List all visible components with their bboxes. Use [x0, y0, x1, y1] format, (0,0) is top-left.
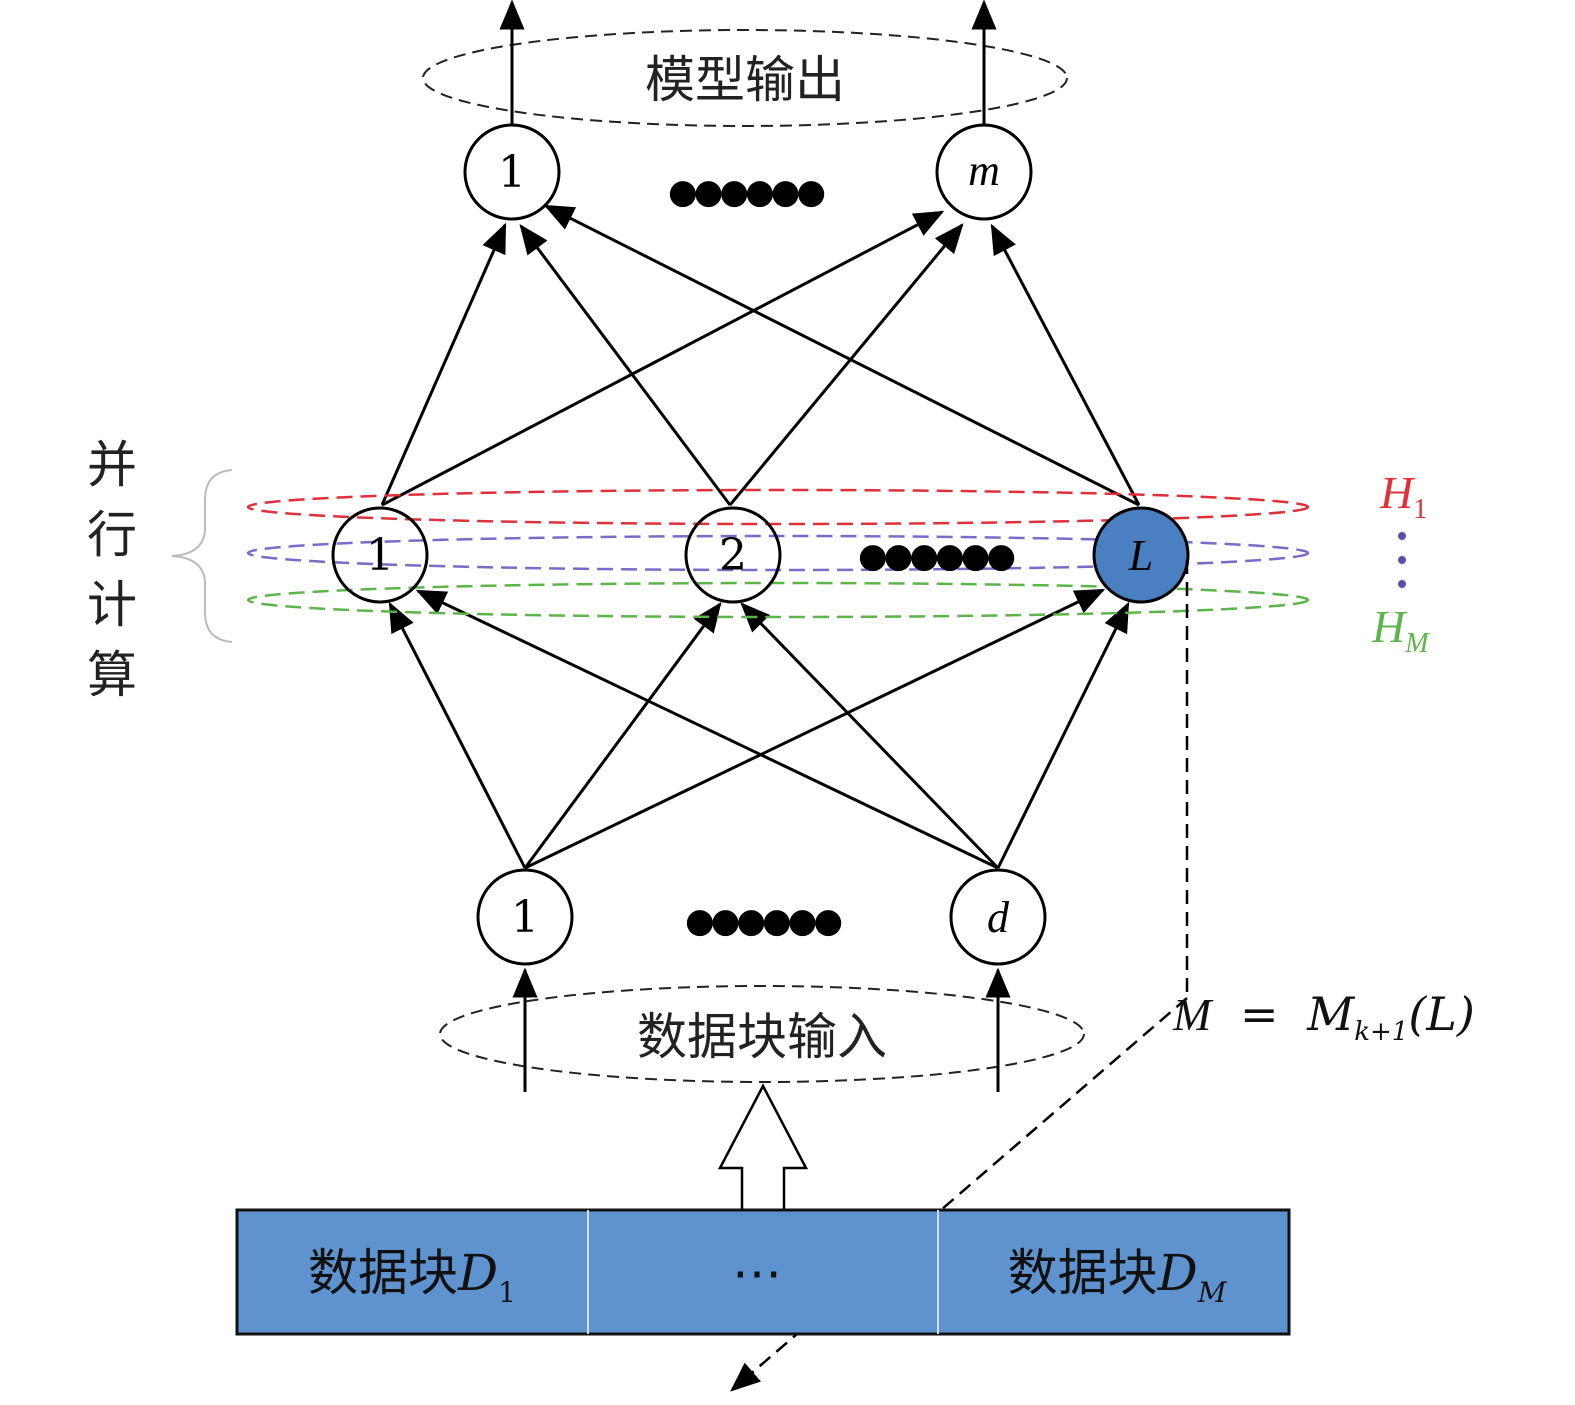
input-label: 数据块输入 — [637, 1008, 887, 1066]
formula: M = Mk+1(L) — [1172, 987, 1475, 1047]
data-block-middle: ⋯ — [732, 1244, 782, 1302]
data-block-last: 数据块DM — [1008, 1244, 1228, 1309]
output-ellipse — [422, 29, 1068, 127]
vertical-dot-3 — [1398, 580, 1406, 588]
L-dashed-diagonal — [730, 997, 1188, 1392]
input-ellipse — [439, 985, 1085, 1083]
input-node-1 — [476, 868, 574, 966]
output-node-m — [935, 123, 1033, 221]
output-label: 模型输出 — [645, 51, 845, 109]
vertical-dot-1 — [1398, 532, 1406, 540]
input-node-d-label: d — [987, 893, 1010, 942]
hidden-node-1-label: 1 — [366, 530, 394, 581]
data-block-first: 数据块D1 — [308, 1244, 516, 1309]
edges-hidden-to-output — [380, 204, 1141, 507]
vertical-dot-2 — [1398, 556, 1406, 564]
output-node-1-label: 1 — [498, 147, 526, 198]
hidden-node-2 — [684, 506, 782, 604]
output-ellipsis-dots: ●●●●●● — [668, 172, 824, 212]
side-brace — [171, 469, 233, 643]
side-label-3: 计 — [87, 576, 137, 634]
hidden-ellipsis-dots: ●●●●●● — [858, 536, 1014, 576]
edges-input-to-hidden — [388, 588, 1130, 870]
h1-label: H1 — [1379, 467, 1427, 525]
hm-label: HM — [1371, 601, 1430, 659]
output-node-1 — [463, 123, 561, 221]
side-label-2: 行 — [87, 506, 137, 564]
hidden-node-L — [1092, 506, 1190, 604]
input-node-1-label: 1 — [511, 892, 539, 943]
data-block-bar — [235, 1208, 1291, 1336]
output-node-m-label: m — [968, 146, 1000, 195]
hidden-node-2-label: 2 — [719, 530, 747, 581]
hidden-node-1 — [331, 506, 429, 604]
hidden-node-L-label: L — [1128, 531, 1153, 580]
side-label-4: 算 — [87, 646, 137, 704]
input-node-d — [949, 868, 1047, 966]
h1-ellipse — [246, 488, 1310, 526]
hm-ellipse — [246, 581, 1310, 619]
input-ellipsis-dots: ●●●●●● — [685, 901, 841, 941]
data-flow-arrow — [717, 1083, 809, 1212]
side-label-1: 并 — [87, 436, 137, 494]
